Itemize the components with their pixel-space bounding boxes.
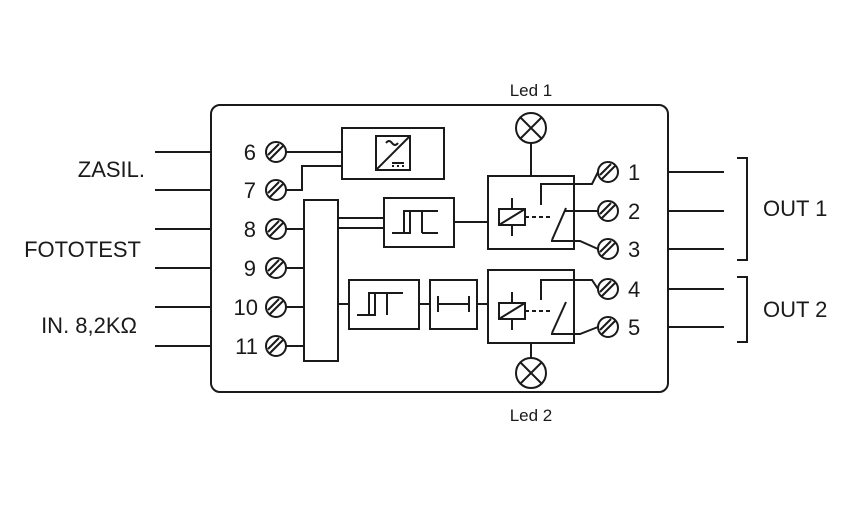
terminal-6-number: 6 [244,140,256,165]
phototest-label: FOTOTEST [24,237,141,262]
timer-icon [437,296,470,312]
screw-terminal-icon [265,335,287,357]
led2-lamp [515,343,547,389]
relay-icon [498,279,599,335]
out1-bracket [737,157,748,261]
out1-label: OUT 1 [763,196,827,221]
input-bus-bar [303,199,339,362]
screw-terminal-icon [597,161,619,183]
relay-icon [498,171,599,250]
screw-terminal-icon [597,238,619,260]
terminal-1-number: 1 [628,160,640,185]
ac-dc-converter-icon [375,135,411,171]
wire-7-psu [286,165,342,191]
out2-bracket [737,276,748,343]
terminal-4-number: 4 [628,277,640,302]
screw-terminal-icon [265,218,287,240]
schmitt-trigger-icon [392,210,438,234]
screw-terminal-icon [265,179,287,201]
relay-1-module [487,171,599,250]
screw-terminal-icon [265,257,287,279]
terminal-3-number: 3 [628,237,640,262]
screw-terminal-icon [265,296,287,318]
screw-terminal-icon [597,316,619,338]
screw-terminal-icon [597,200,619,222]
timer-module [429,279,478,330]
lower-trigger-module [348,279,420,330]
terminal-9-number: 9 [244,256,256,281]
lamp-icon [515,357,547,389]
relay-2-module [487,269,599,344]
schmitt-trigger-icon [357,292,403,316]
input-label: IN. 8,2KΩ [41,313,137,338]
terminal-7-number: 7 [244,178,256,203]
lamp-icon [515,112,547,144]
right-wires [668,171,724,328]
left-wires [155,151,211,347]
terminal-5-number: 5 [628,315,640,340]
out2-label: OUT 2 [763,297,827,322]
upper-trigger-module [383,197,455,248]
terminal-8-number: 8 [244,217,256,242]
screw-terminal-icon [265,141,287,163]
led2-label: Led 2 [510,406,553,425]
terminal-10-number: 10 [234,295,258,320]
terminal-2-number: 2 [628,199,640,224]
terminal-11-number: 11 [235,334,258,359]
screw-terminal-icon [597,278,619,300]
led1-lamp [515,112,547,176]
power-supply-module [341,127,445,180]
led1-label: Led 1 [510,81,553,100]
power-label: ZASIL. [78,157,145,182]
